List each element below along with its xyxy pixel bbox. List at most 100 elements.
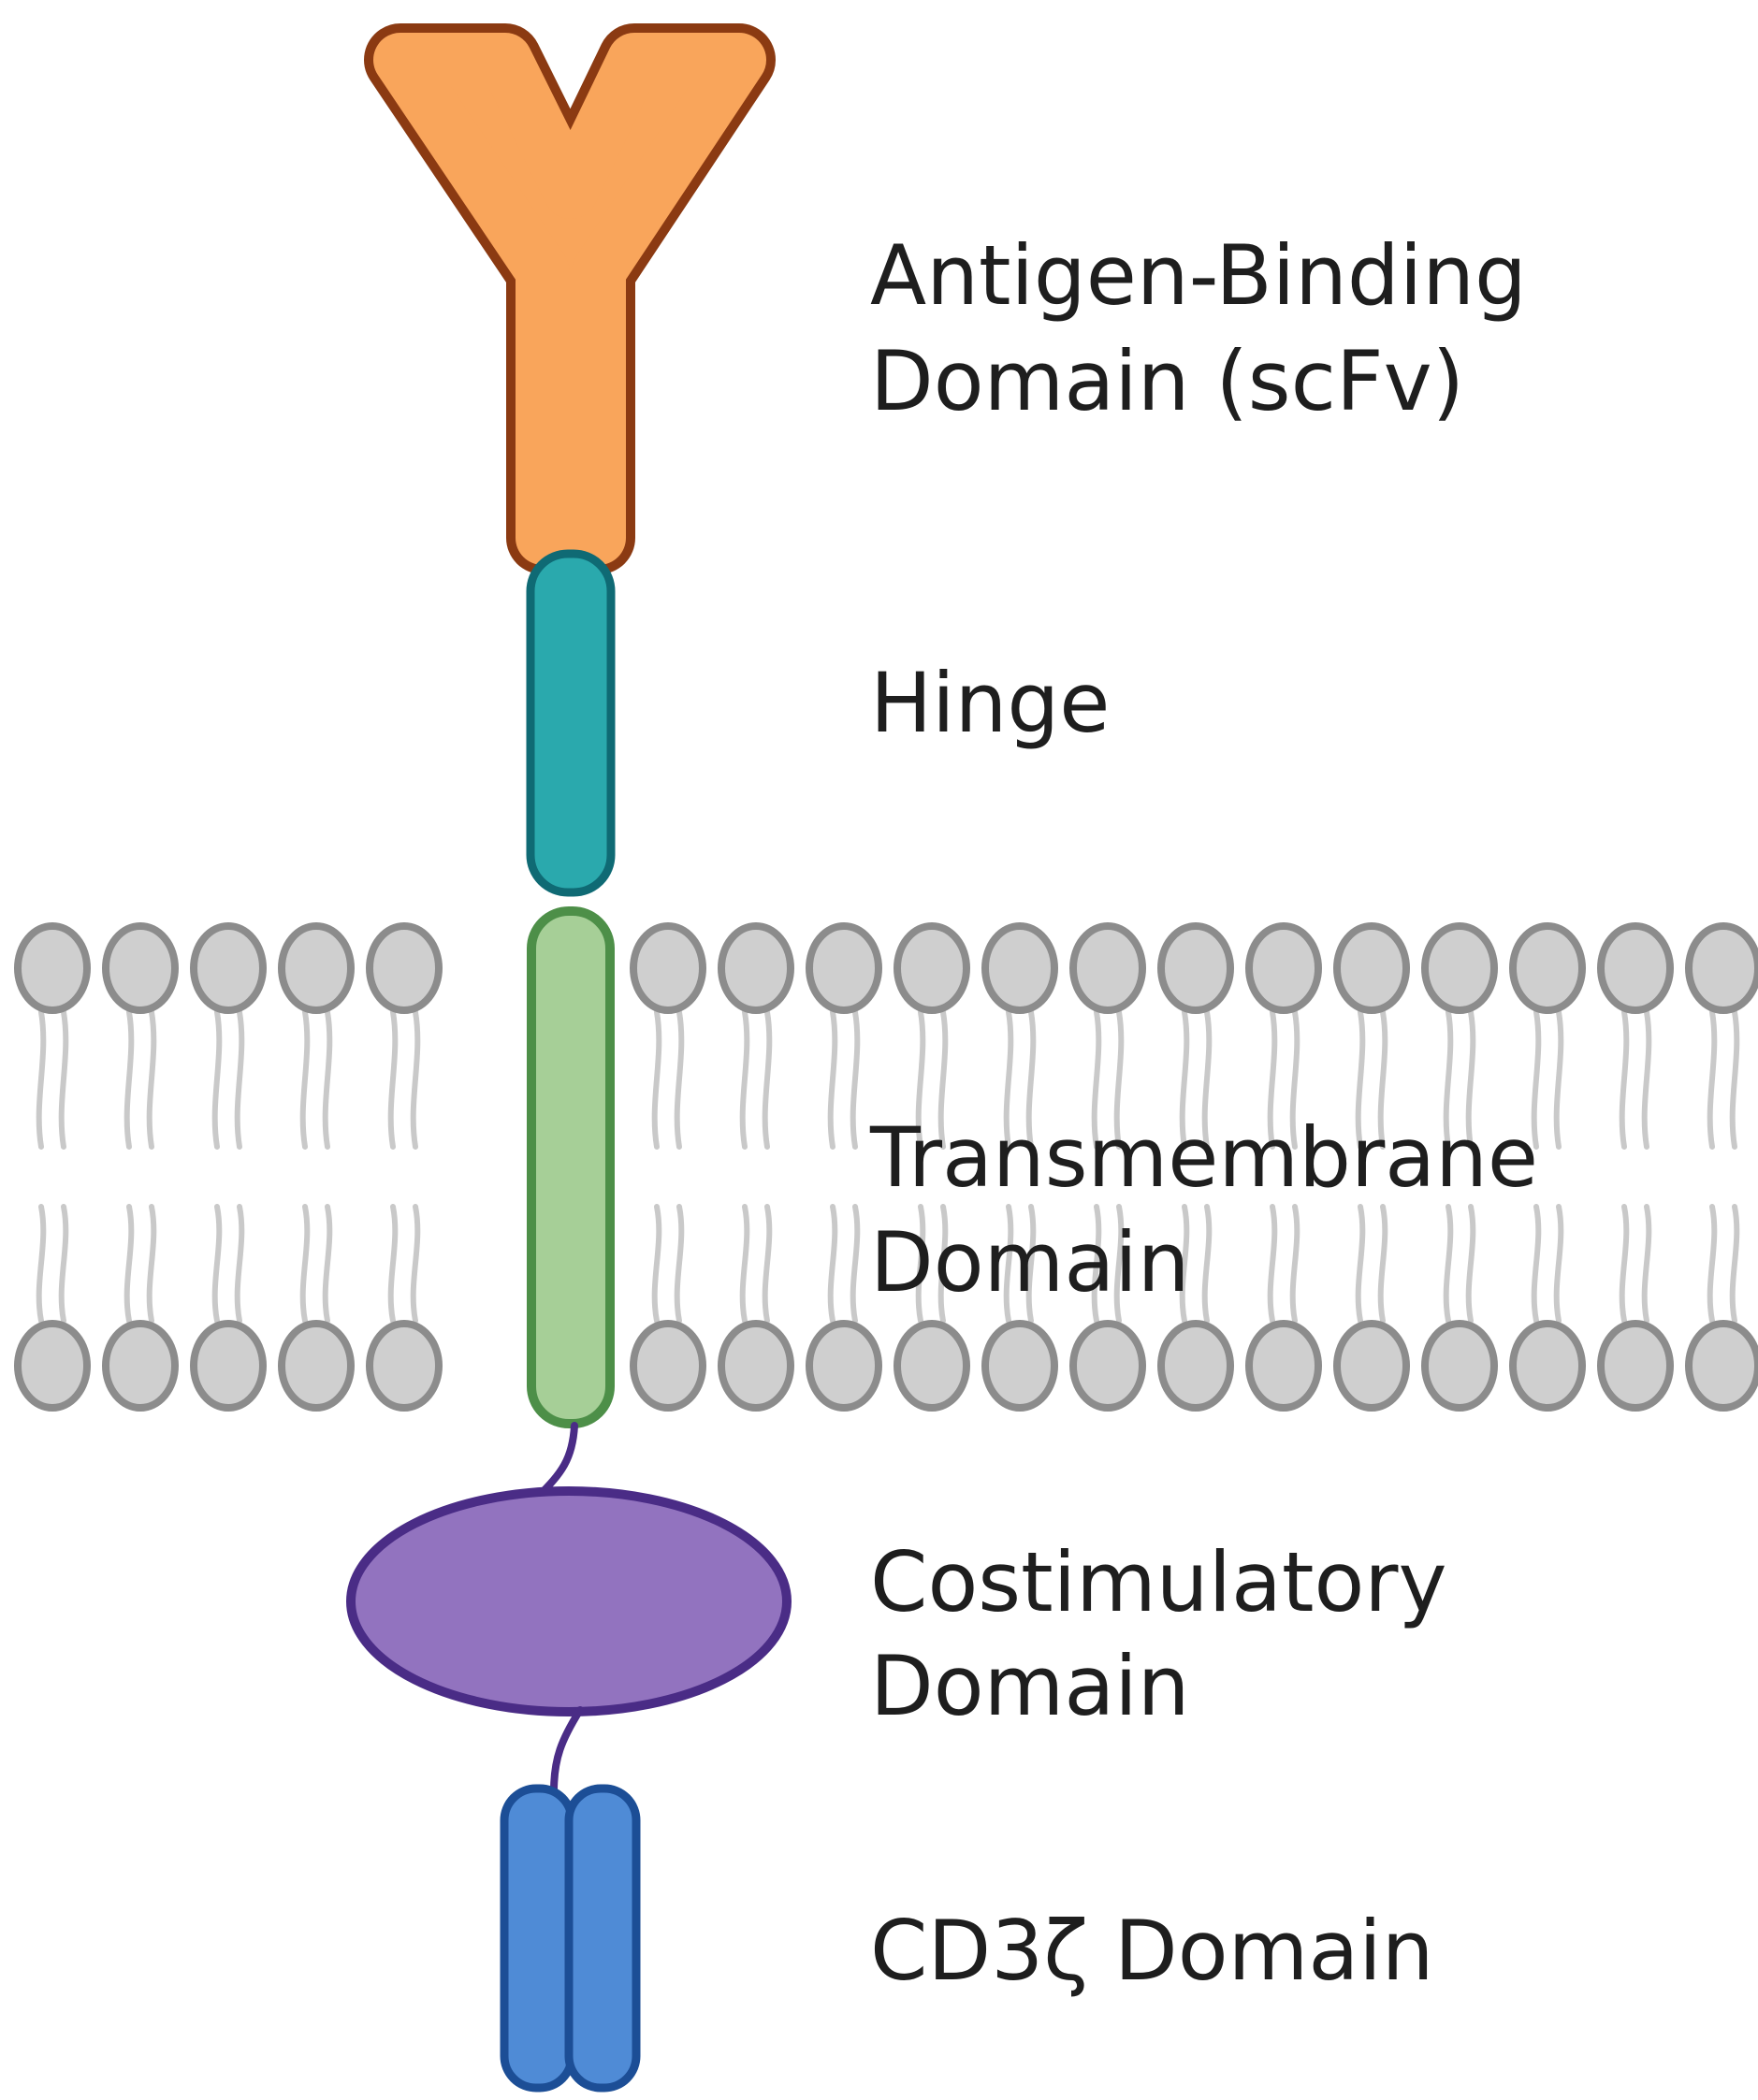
lipid-head bbox=[1597, 922, 1674, 1014]
lipid-tail bbox=[1729, 1204, 1740, 1324]
lipid-head bbox=[278, 1320, 355, 1412]
lipid-head bbox=[278, 922, 355, 1014]
lipid-tail bbox=[1443, 1009, 1454, 1150]
lipid-tail bbox=[1707, 1009, 1718, 1150]
costimulatory-shape bbox=[346, 1486, 792, 1716]
lipid-tail bbox=[674, 1204, 685, 1324]
lipid-tail bbox=[322, 1204, 333, 1324]
lipid-tail bbox=[146, 1204, 157, 1324]
label-costimulatory-line2: Domain bbox=[870, 1638, 1189, 1734]
lipid-head bbox=[366, 922, 443, 1014]
lipid-tail bbox=[1553, 1009, 1564, 1150]
lipid-tail bbox=[1443, 1204, 1454, 1324]
lipid-tail bbox=[211, 1009, 223, 1150]
lipid-tail bbox=[1553, 1204, 1564, 1324]
lipid-head bbox=[102, 922, 179, 1014]
lipid-tail bbox=[410, 1204, 421, 1324]
lipid-tail bbox=[1531, 1204, 1542, 1324]
lipid-head bbox=[981, 922, 1058, 1014]
lipid-head bbox=[1069, 922, 1146, 1014]
lipid-head bbox=[718, 922, 794, 1014]
label-costimulatory-line1: Costimulatory bbox=[870, 1534, 1447, 1630]
linker-costim-cd3z bbox=[550, 1706, 584, 1795]
lipid-head bbox=[1421, 922, 1498, 1014]
membrane-lipid-heads-bottom bbox=[14, 1320, 1758, 1412]
lipid-tail bbox=[299, 1009, 311, 1150]
lipid-tail bbox=[410, 1009, 421, 1150]
lipid-tail bbox=[123, 1204, 135, 1324]
hinge-shape bbox=[526, 549, 616, 897]
cd3z-shape bbox=[500, 1784, 641, 2093]
lipid-head bbox=[1421, 1320, 1498, 1412]
lipid-tail bbox=[1465, 1204, 1476, 1324]
lipid-tail bbox=[1355, 1204, 1366, 1324]
lipid-tail bbox=[1267, 1009, 1278, 1150]
lipid-tail bbox=[1179, 1204, 1190, 1324]
lipid-head bbox=[630, 1320, 706, 1412]
lipid-tail bbox=[850, 1009, 861, 1150]
lipid-tail bbox=[146, 1009, 157, 1150]
membrane-lipid-heads-top bbox=[14, 922, 1758, 1014]
lipid-head bbox=[1685, 922, 1758, 1014]
lipid-tail bbox=[1025, 1204, 1037, 1324]
lipid-tail bbox=[1289, 1009, 1300, 1150]
lipid-head bbox=[1333, 1320, 1410, 1412]
lipid-head bbox=[366, 1320, 443, 1412]
lipid-tail bbox=[1465, 1009, 1476, 1150]
lipid-head bbox=[894, 922, 970, 1014]
lipid-tail bbox=[387, 1204, 399, 1324]
lipid-head bbox=[190, 1320, 267, 1412]
lipid-head bbox=[102, 1320, 179, 1412]
label-hinge: Hinge bbox=[870, 655, 1110, 751]
lipid-head bbox=[1157, 922, 1234, 1014]
lipid-tail bbox=[1201, 1204, 1213, 1324]
lipid-tail bbox=[1531, 1009, 1542, 1150]
lipid-tail bbox=[1091, 1204, 1102, 1324]
lipid-head bbox=[1597, 1320, 1674, 1412]
lipid-tail bbox=[674, 1009, 685, 1150]
label-transmembrane-line1: Transmembrane bbox=[869, 1109, 1538, 1206]
lipid-tail bbox=[762, 1204, 773, 1324]
transmembrane-shape bbox=[527, 906, 615, 1428]
lipid-tail bbox=[36, 1204, 47, 1324]
lipid-tail bbox=[234, 1204, 245, 1324]
lipid-head bbox=[1509, 1320, 1586, 1412]
lipid-tail bbox=[762, 1009, 773, 1150]
lipid-tail bbox=[937, 1204, 949, 1324]
lipid-tail bbox=[299, 1204, 311, 1324]
lipid-head bbox=[1685, 1320, 1758, 1412]
scfv-shape bbox=[364, 23, 776, 574]
lipid-head bbox=[1245, 1320, 1322, 1412]
lipid-tail bbox=[1003, 1204, 1014, 1324]
lipid-head bbox=[1157, 1320, 1234, 1412]
lipid-tail bbox=[827, 1204, 838, 1324]
lipid-tail bbox=[211, 1204, 223, 1324]
lipid-tail bbox=[1267, 1204, 1278, 1324]
lipid-tail bbox=[1377, 1204, 1388, 1324]
lipid-head bbox=[14, 1320, 91, 1412]
membrane-lipid-tails bbox=[36, 1009, 1740, 1324]
lipid-head bbox=[14, 922, 91, 1014]
lipid-tail bbox=[36, 1009, 47, 1150]
lipid-tail bbox=[1113, 1009, 1125, 1150]
lipid-head bbox=[1069, 1320, 1146, 1412]
lipid-tail bbox=[1201, 1009, 1213, 1150]
lipid-head bbox=[894, 1320, 970, 1412]
lipid-tail bbox=[739, 1009, 750, 1150]
lipid-tail bbox=[1619, 1009, 1630, 1150]
lipid-tail bbox=[1641, 1009, 1652, 1150]
lipid-tail bbox=[1003, 1009, 1014, 1150]
lipid-tail bbox=[827, 1009, 838, 1150]
lipid-head bbox=[1245, 922, 1322, 1014]
lipid-tail bbox=[915, 1204, 926, 1324]
lipid-tail bbox=[1707, 1204, 1718, 1324]
lipid-head bbox=[630, 922, 706, 1014]
lipid-tail bbox=[58, 1009, 69, 1150]
lipid-tail bbox=[850, 1204, 861, 1324]
label-antigen-line2: Domain (scFv) bbox=[870, 333, 1464, 429]
lipid-tail bbox=[1619, 1204, 1630, 1324]
lipid-head bbox=[1333, 922, 1410, 1014]
lipid-tail bbox=[1729, 1009, 1740, 1150]
lipid-head bbox=[190, 922, 267, 1014]
